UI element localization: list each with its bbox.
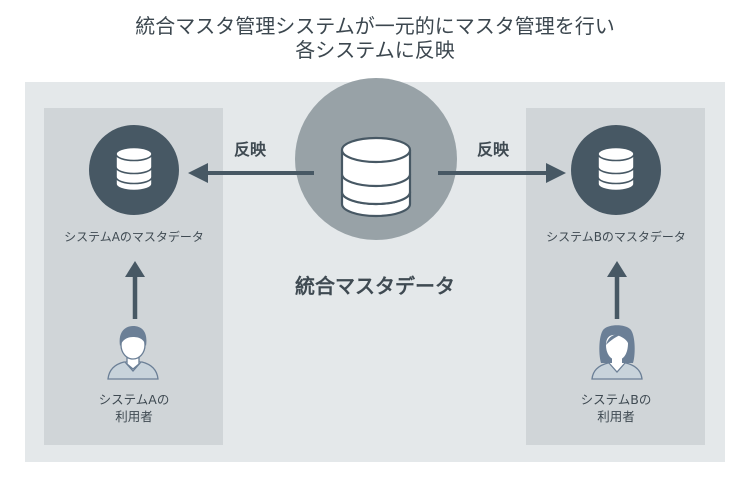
system-a-user-label-line1: システムAの — [98, 392, 170, 407]
arrow-up-icon — [125, 261, 145, 319]
arrow-left-icon — [188, 163, 314, 183]
arrow-up-icon — [607, 261, 627, 319]
male-user-icon — [107, 326, 159, 380]
arrow-right-icon — [438, 163, 566, 183]
integrated-master-label: 統合マスタデータ — [295, 274, 455, 298]
diagram-title: 統合マスタ管理システムが一元的にマスタ管理を行い 各システムに反映 — [0, 14, 750, 62]
reflect-label-left: 反映 — [234, 140, 267, 159]
database-icon — [597, 146, 635, 192]
system-b-master-label: システムBのマスタデータ — [546, 230, 686, 244]
system-a-user-label-line2: 利用者 — [115, 409, 153, 424]
system-b-user-label: システムBの 利用者 — [526, 391, 706, 425]
title-line-1: 統合マスタ管理システムが一元的にマスタ管理を行い — [135, 14, 615, 38]
female-user-icon — [591, 325, 643, 380]
system-b-user-label-line1: システムBの — [580, 392, 652, 407]
title-line-2: 各システムに反映 — [295, 38, 455, 62]
system-b-user-label-line2: 利用者 — [597, 409, 635, 424]
database-icon — [115, 146, 153, 192]
database-icon — [340, 136, 412, 218]
reflect-label-right: 反映 — [477, 140, 510, 159]
system-a-user-label: システムAの 利用者 — [44, 391, 224, 425]
system-a-master-label: システムAのマスタデータ — [64, 230, 204, 244]
